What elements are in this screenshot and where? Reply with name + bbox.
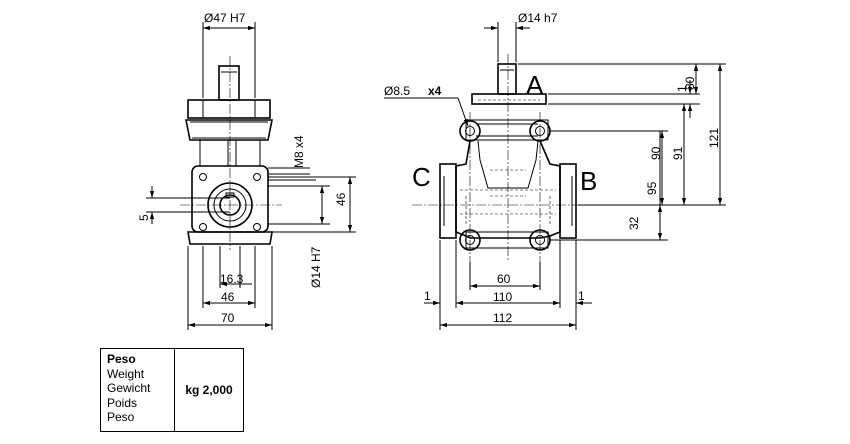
dim-46-horizontal: 46 xyxy=(221,290,235,304)
weight-table: Peso Weight Gewicht Poids Peso kg 2,000 xyxy=(100,348,244,432)
dim-46-vertical: 46 xyxy=(334,192,348,206)
dim-shaft-diameter: Ø14 h7 xyxy=(518,11,558,25)
dim-holes: Ø8.5 xyxy=(384,84,410,98)
dim-32: 32 xyxy=(627,216,641,230)
weight-label-fr: Poids xyxy=(107,395,138,410)
dim-top-diameter: Ø47 H7 xyxy=(204,11,246,25)
dim-121: 121 xyxy=(707,128,721,148)
dim-5: 5 xyxy=(137,214,151,221)
dim-90: 90 xyxy=(649,146,663,160)
weight-labels: Peso Weight Gewicht Poids Peso xyxy=(101,349,175,431)
dim-thread: M8 x4 xyxy=(292,135,306,168)
dim-60: 60 xyxy=(497,272,511,286)
dim-95: 95 xyxy=(645,181,659,195)
weight-label-en: Weight xyxy=(107,366,145,381)
output-label-c: C xyxy=(412,162,431,192)
dim-91: 91 xyxy=(671,146,685,160)
dim-holes-count: x4 xyxy=(428,84,442,98)
dim-70: 70 xyxy=(221,311,235,325)
dim-1-top: 1 xyxy=(675,85,689,92)
dim-1-left: 1 xyxy=(424,289,431,303)
dim-112: 112 xyxy=(493,311,512,325)
weight-value: kg 2,000 xyxy=(185,383,233,397)
output-label-a: A xyxy=(526,70,544,100)
dim-bore: Ø14 H7 xyxy=(309,246,323,288)
weight-label-es: Peso xyxy=(107,410,135,425)
dim-110: 110 xyxy=(493,290,512,304)
side-view: Ø47 H7 M8 x4 Ø14 H7 46 5 16.3 46 70 xyxy=(137,11,356,330)
front-view: Ø14 h7 Ø8.5 x4 A B C 1 30 90 91 121 95 3… xyxy=(384,11,726,330)
dim-30: 30 xyxy=(683,76,697,90)
dim-1-right: 1 xyxy=(578,289,585,303)
output-label-b: B xyxy=(580,166,597,196)
weight-label-de: Gewicht xyxy=(107,381,151,396)
weight-label-it: Peso xyxy=(107,352,136,366)
dim-16-3: 16.3 xyxy=(220,272,244,286)
